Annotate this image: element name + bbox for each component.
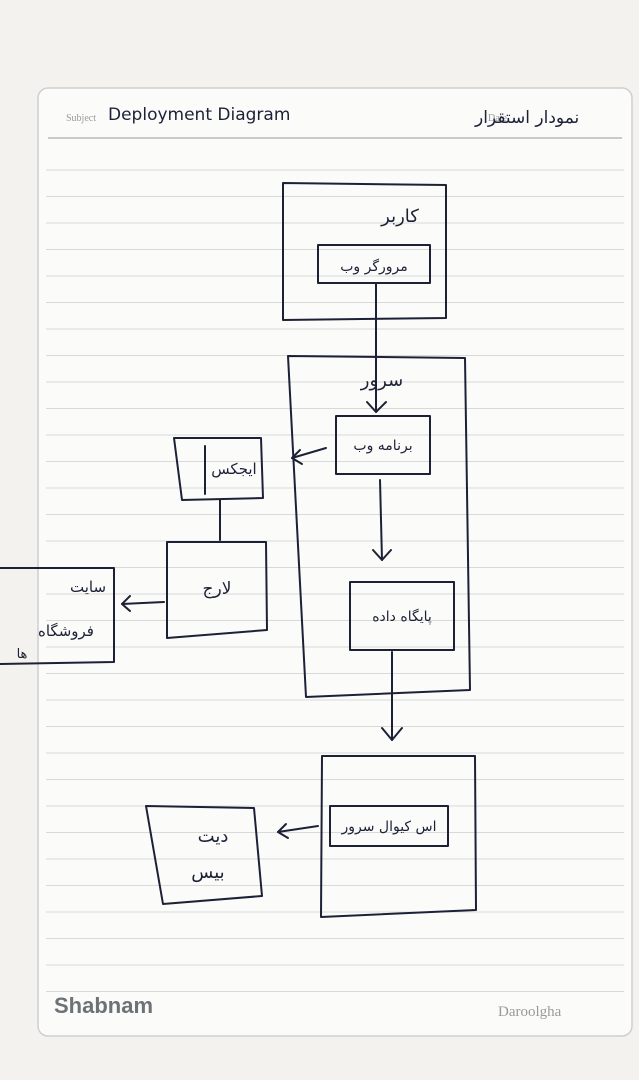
- diagram-title-persian: نمودار استقرار: [474, 108, 579, 128]
- subject-label: Subject: [66, 113, 96, 124]
- brand-logo-text: Shabnam: [54, 993, 153, 1018]
- arrow-proxy-to-note: [121, 601, 165, 605]
- server-node: [287, 355, 471, 698]
- arrow-sql-to-data: [277, 825, 319, 833]
- paper-sheet: [37, 87, 633, 1037]
- brand-right-text: Daroolgha: [498, 1004, 562, 1020]
- sql-server-node: [320, 755, 477, 918]
- date-label: Date: [488, 113, 507, 124]
- data-label-line1: دیت: [198, 826, 229, 847]
- arrowhead-sql: [381, 727, 403, 741]
- arrowhead-database: [372, 549, 392, 561]
- side-note-line1: سایت: [70, 578, 106, 596]
- user-node: [282, 182, 447, 321]
- data-node: [145, 805, 263, 905]
- ajax-node: [173, 437, 264, 501]
- browser-label: مرورگر وب: [340, 258, 408, 275]
- proxy-node: [166, 541, 268, 639]
- arrowhead-ajax: [291, 449, 303, 465]
- side-note-line2: فروشگاه: [38, 622, 94, 640]
- arrowhead-program: [366, 401, 387, 413]
- side-note-line3: ها: [17, 647, 28, 662]
- diagram-title-latin: Deployment Diagram: [108, 105, 290, 125]
- side-note-box: [0, 567, 115, 665]
- database-box: [349, 581, 455, 651]
- proxy-label: لارج: [203, 579, 232, 599]
- arrow-program-to-database: [379, 479, 383, 561]
- sql-server-label: اس کیوال سرور: [340, 819, 436, 835]
- server-label: سرور: [360, 370, 403, 391]
- web-program-label: برنامه وب: [353, 438, 412, 454]
- sql-server-box: [329, 805, 449, 847]
- arrowhead-note: [121, 595, 131, 612]
- web-program-box: [335, 415, 431, 475]
- database-label: پایگاه داده: [372, 608, 432, 625]
- browser-box: [317, 244, 431, 284]
- user-label: کاربر: [380, 206, 419, 227]
- ajax-label: ایجکس: [211, 460, 256, 478]
- data-label-line2: بیس: [191, 862, 224, 883]
- arrow-program-to-ajax: [291, 447, 327, 459]
- arrowhead-data: [277, 823, 289, 839]
